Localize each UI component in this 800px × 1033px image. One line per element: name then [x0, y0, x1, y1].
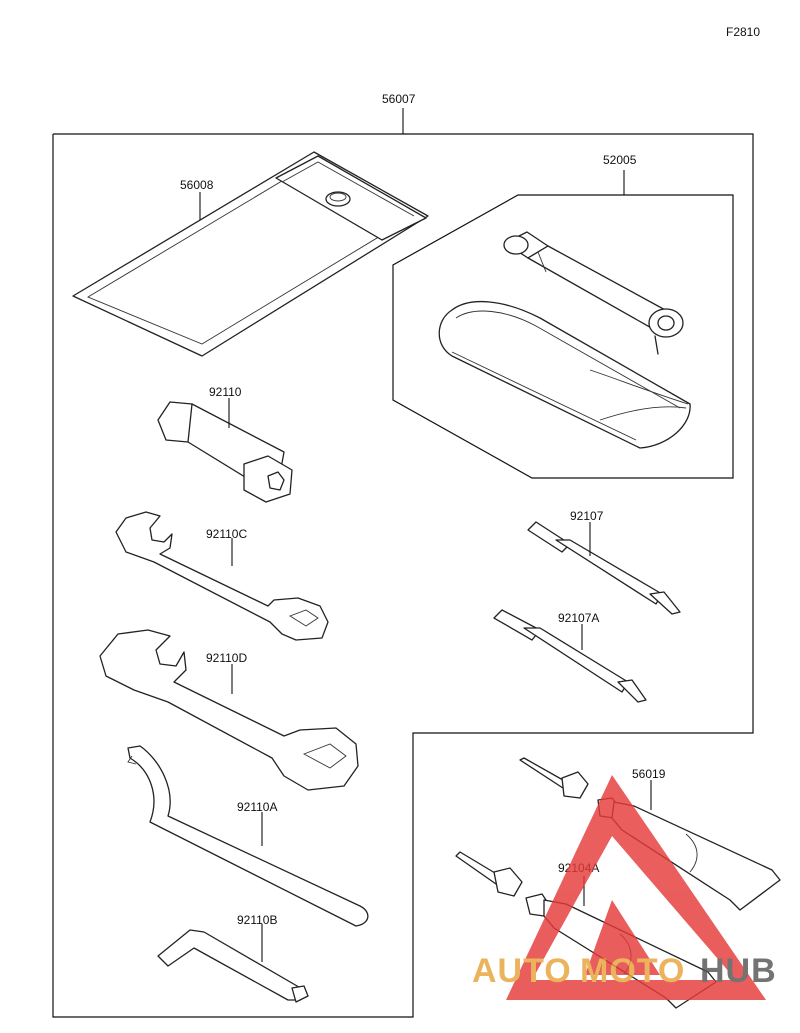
label-pump-kit: 52005 — [603, 153, 637, 167]
watermark-triangle — [506, 775, 766, 1000]
label-screwdriver-a: 92107A — [558, 611, 599, 625]
tool-bag-drawing — [72, 151, 429, 357]
label-plug-wrench: 92110 — [209, 385, 242, 399]
watermark-text-hub: HUB — [700, 952, 777, 990]
label-tool-bag: 56008 — [180, 178, 214, 192]
label-hook-wrench: 92110A — [237, 800, 277, 814]
valve-core-tool-2 — [455, 851, 523, 897]
wrench-c-drawing — [115, 511, 329, 641]
wrench-d-drawing — [99, 629, 359, 791]
label-wrench-d: 92110D — [206, 651, 247, 665]
figure-code: F2810 — [726, 25, 760, 39]
screwdriver-drawing — [527, 521, 681, 615]
hook-wrench-drawing — [127, 745, 369, 927]
tool-kit-frame — [52, 133, 754, 1018]
label-repair-tube: 56019 — [632, 767, 666, 781]
plug-wrench-drawing — [157, 401, 293, 503]
label-tool-kit: 56007 — [382, 92, 416, 106]
watermark-text-auto: AUTO — [472, 952, 572, 990]
screwdriver-a-drawing — [493, 609, 647, 703]
label-wrench-c: 92110C — [206, 527, 247, 541]
watermark-text-moto: MOTO — [580, 952, 685, 990]
label-screwdriver: 92107 — [570, 509, 604, 523]
pump-pouch-drawing — [438, 300, 691, 449]
valve-core-tool-1 — [519, 757, 589, 799]
pump-kit-frame — [392, 194, 734, 479]
watermark: AUTO MOTO HUB — [472, 775, 777, 1000]
label-hex-key: 92110B — [237, 913, 277, 927]
hex-key-drawing — [157, 929, 309, 1003]
pump-drawing — [503, 231, 684, 355]
